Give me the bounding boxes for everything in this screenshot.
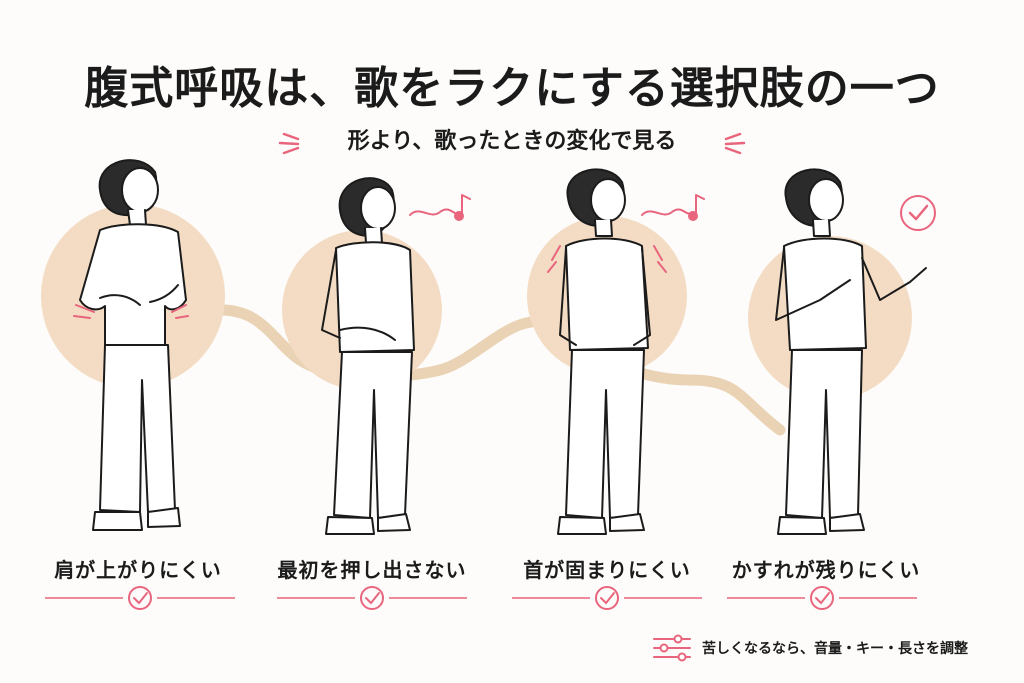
figure-2 bbox=[321, 177, 471, 535]
check-icon bbox=[360, 586, 384, 610]
figure-1 bbox=[73, 159, 189, 531]
sliders-icon bbox=[653, 634, 691, 662]
step-caption-2: 最初を押し出さない bbox=[277, 558, 467, 582]
step-caption-1: 肩が上がりにくい bbox=[54, 558, 222, 582]
subtitle-block: 形より、歌ったときの変化で見る bbox=[278, 124, 747, 160]
check-divider-4 bbox=[727, 586, 917, 610]
emphasis-lines-icon bbox=[278, 132, 299, 155]
connecting-wave bbox=[194, 304, 786, 436]
page-title: 腹式呼吸は、歌をラクにする選択肢の一つ bbox=[84, 63, 940, 114]
figure-4 bbox=[775, 168, 936, 535]
tip-note: 苦しくなるなら、音量・キー・長さを調整 bbox=[652, 633, 968, 663]
check-divider-1 bbox=[45, 586, 235, 610]
check-divider-3 bbox=[512, 586, 702, 610]
check-icon bbox=[128, 586, 152, 610]
step-caption-4: かすれが残りにくい bbox=[731, 558, 921, 582]
check-icon bbox=[810, 586, 834, 610]
subtitle-row: 形より、歌ったときの変化で見る bbox=[0, 124, 1024, 160]
tip-text: 苦しくなるなら、音量・キー・長さを調整 bbox=[702, 641, 968, 657]
step-caption-3: 首が固まりにくい bbox=[523, 558, 691, 582]
check-divider-2 bbox=[277, 586, 467, 610]
emphasis-lines-icon bbox=[725, 132, 746, 155]
subtitle-text: 形より、歌ったときの変化で見る bbox=[347, 129, 677, 154]
figure-3 bbox=[547, 168, 705, 535]
check-icon bbox=[595, 586, 619, 610]
